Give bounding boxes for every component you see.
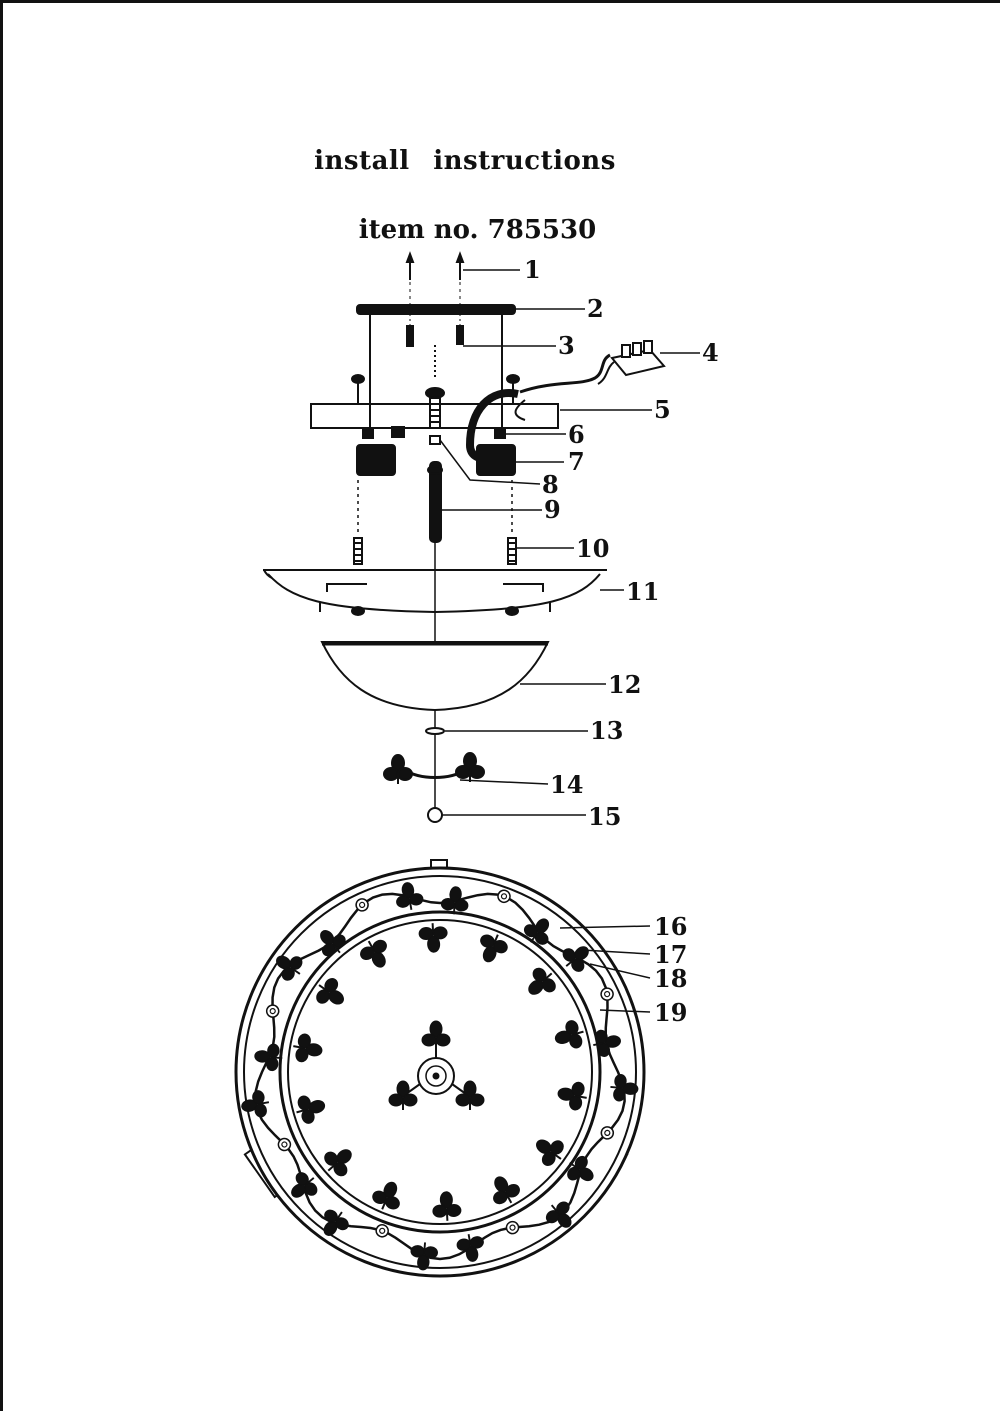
vine-ring [238,879,641,1273]
callout-7: 7 [568,447,585,476]
exploded-view [263,251,700,823]
inner-rim [287,919,593,1225]
top-view-fixture [234,859,651,1278]
callout-11: 11 [626,577,659,606]
callout-numbers: 1 2 3 4 5 6 7 8 9 10 11 12 13 14 15 16 1… [524,255,719,1027]
callout-4: 4 [702,338,719,367]
callout-5: 5 [654,395,671,424]
callout-18: 18 [654,964,687,993]
callout-1: 1 [524,255,541,284]
ceiling-screws [405,251,465,305]
rod-nut [429,435,441,445]
leaf-finial [383,752,485,785]
leader-lines [439,269,700,816]
callout-10: 10 [576,534,609,563]
top-view-leader-lines [559,925,651,1013]
callout-19: 19 [654,998,687,1027]
callout-13: 13 [590,716,623,745]
callout-3: 3 [558,331,575,360]
terminal-block [519,340,666,394]
mounting-bracket [356,304,516,315]
lamp-socket-left [356,444,396,476]
callout-17: 17 [654,940,687,969]
callout-16: 16 [654,912,687,941]
spring-tubes [353,537,517,565]
document-title: install instructions [314,146,616,176]
callout-2: 2 [587,294,604,323]
glass-bowl [320,641,550,712]
callout-6: 6 [568,420,585,449]
callout-15: 15 [588,802,621,831]
callout-9: 9 [544,495,561,524]
callout-12: 12 [608,670,641,699]
lamp-socket-right [476,444,516,476]
decorative-frame [263,569,607,616]
callout-8: 8 [542,470,559,499]
item-number: item no. 785530 [358,215,597,245]
finial-knob [427,807,443,823]
center-rosette [388,1020,485,1111]
callout-14: 14 [550,770,583,799]
washer [425,727,445,735]
wall-plugs [406,314,464,347]
